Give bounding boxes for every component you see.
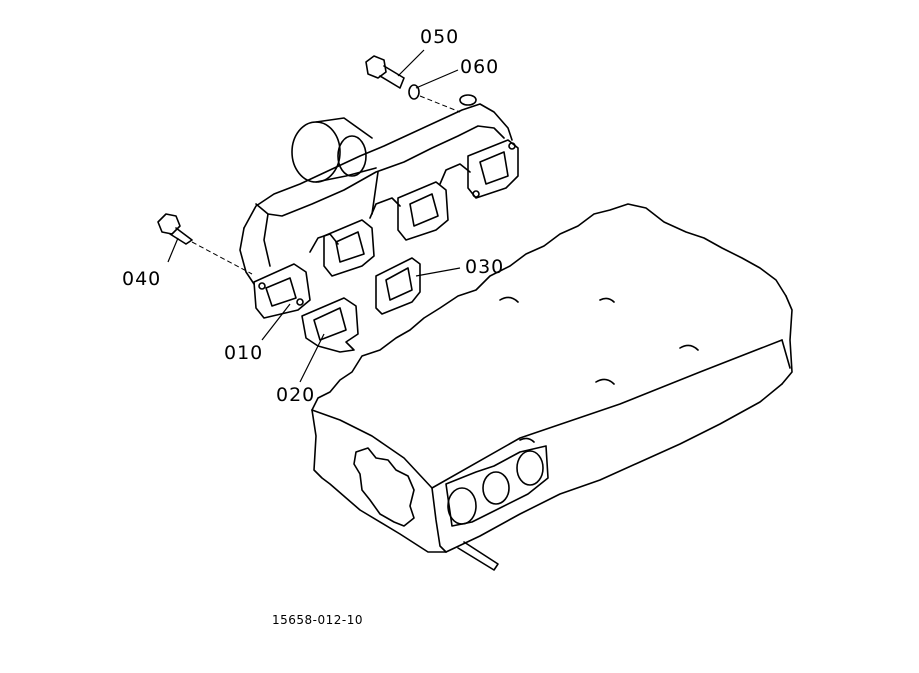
callout-040: 040	[122, 268, 162, 290]
figure-number: 15658-012-10	[272, 613, 364, 627]
gasket-030	[375, 257, 421, 315]
bolt-040	[157, 213, 253, 275]
washer-060	[408, 84, 461, 113]
callout-010: 010	[224, 342, 264, 364]
callout-030: 030	[465, 256, 505, 278]
leader-lines	[167, 49, 461, 383]
callout-060: 060	[460, 56, 500, 78]
exhaust-manifold	[239, 94, 519, 319]
callout-020: 020	[276, 384, 316, 406]
cylinder-head	[311, 203, 793, 571]
bolt-050	[365, 55, 405, 89]
gasket-020	[301, 297, 359, 353]
callout-050: 050	[420, 26, 460, 48]
